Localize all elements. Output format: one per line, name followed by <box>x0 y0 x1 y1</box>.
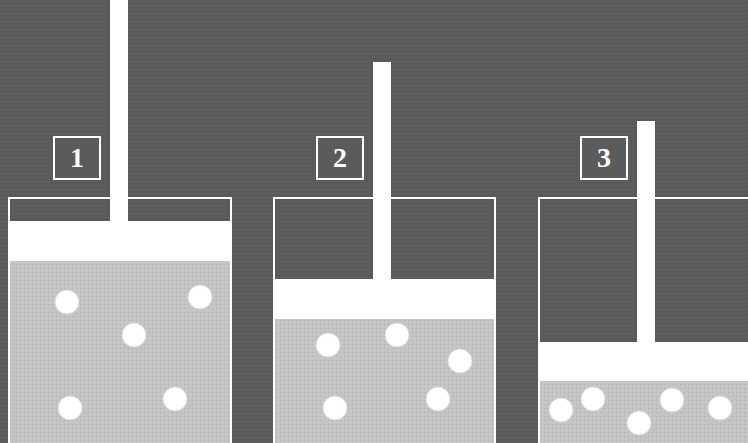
cylinder-2 <box>274 62 495 443</box>
cylinder-1 <box>9 0 231 443</box>
callout-number: 3 <box>597 144 611 172</box>
callout-box: 1 <box>53 136 101 180</box>
cylinder-3 <box>539 121 748 443</box>
callout-number: 2 <box>333 144 347 172</box>
callout-number: 1 <box>70 144 84 172</box>
callout-box: 2 <box>316 136 364 180</box>
callout-box: 3 <box>580 136 628 180</box>
